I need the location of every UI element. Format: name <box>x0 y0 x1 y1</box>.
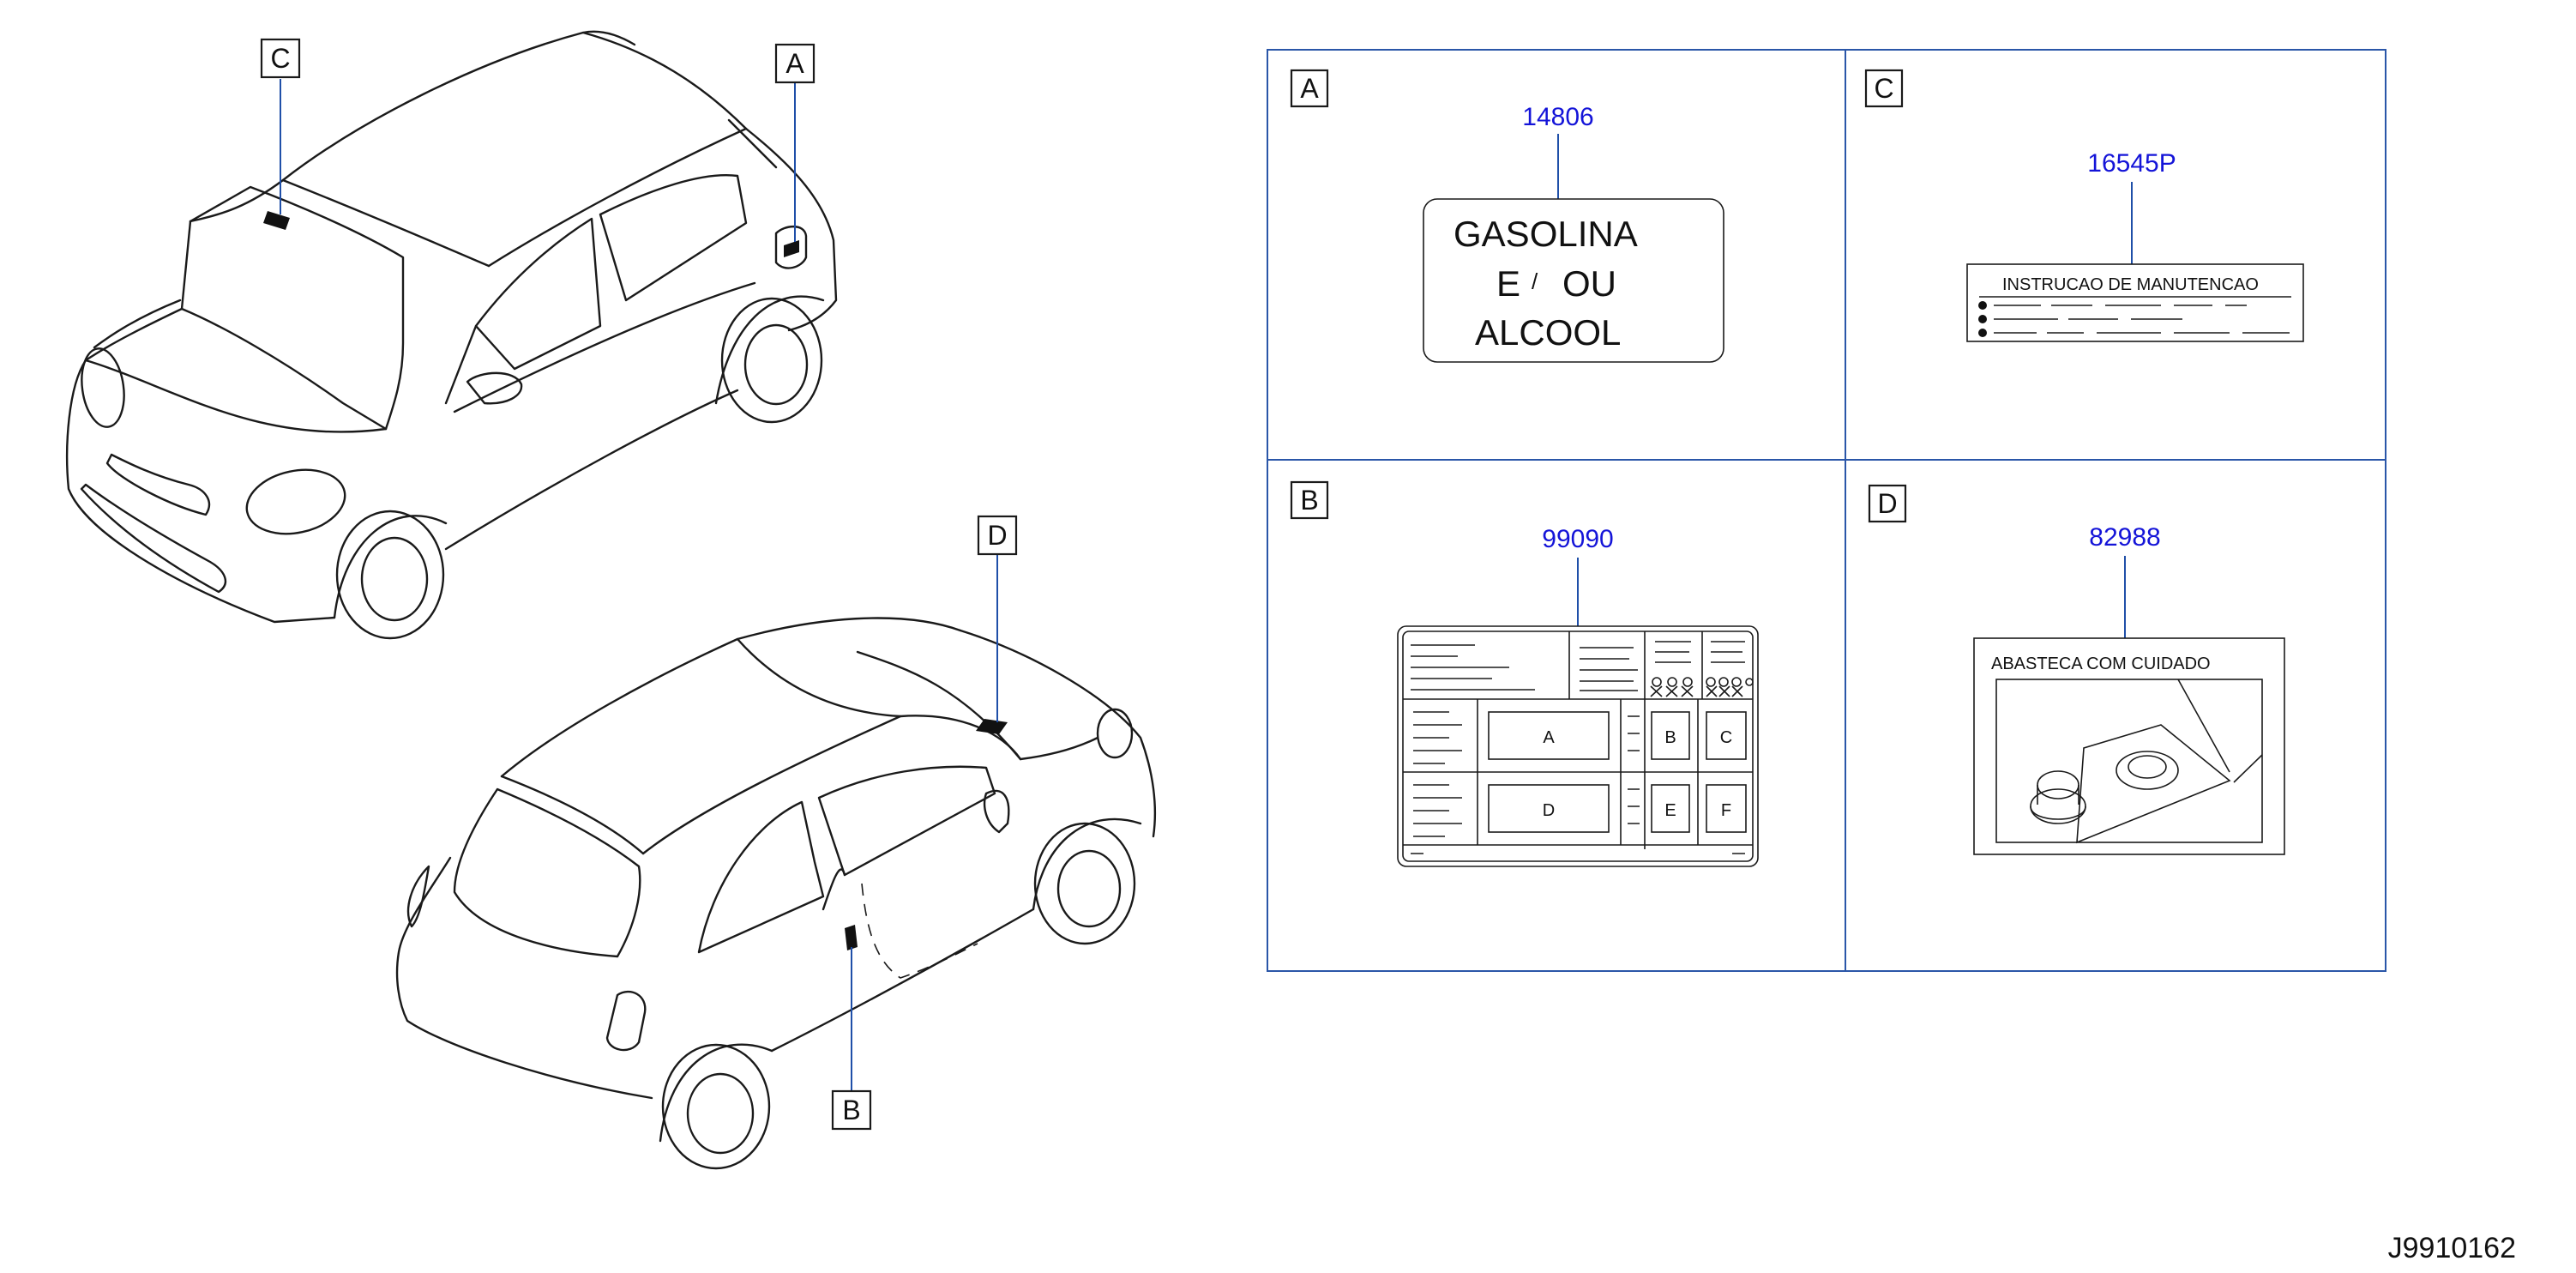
placard-cell-e-text: E <box>1664 801 1676 820</box>
fuel-label-line-1: GASOLINA <box>1454 214 1638 254</box>
placard-cell-c <box>1706 711 1747 760</box>
callout-b: B <box>831 947 872 1131</box>
panel-d-letter: D <box>1877 488 1897 519</box>
placard-cell-e <box>1651 784 1690 833</box>
panel-d: D 82988 ABASTECA COM CUIDADO <box>1868 484 2285 855</box>
panel-c-letter: C <box>1874 73 1893 104</box>
placard-cell-f-text: F <box>1721 801 1731 820</box>
part-number-a: 14806 <box>1522 103 1593 131</box>
maintenance-label-title: INSTRUCAO DE MANUTENCAO <box>2002 275 2259 294</box>
panel-b-letter: B <box>1300 485 1318 516</box>
callout-d: D <box>977 515 1018 722</box>
placard-cell-c-text: C <box>1720 728 1732 747</box>
callout-c-letter: C <box>270 43 290 74</box>
placard-cell-d <box>1488 784 1610 833</box>
panel-c: C 16545P INSTRUCAO DE MANUTENCAO <box>1864 69 2304 342</box>
panel-a: A 14806 GASOLINA E / OU ALCOOL <box>1290 69 1724 363</box>
part-number-d: 82988 <box>2089 523 2160 552</box>
label-panels-grid <box>1267 49 2386 972</box>
callout-a-letter: A <box>785 48 804 79</box>
fuel-label-ou: OU <box>1562 263 1616 304</box>
car-rear-view <box>395 617 1157 1170</box>
part-number-b: 99090 <box>1542 525 1613 553</box>
fuel-label-line-3: ALCOOL <box>1475 312 1621 353</box>
panel-b: B 99090 A <box>1290 480 1759 867</box>
fuel-label-slash: / <box>1532 268 1538 294</box>
fuel-label <box>1423 198 1724 363</box>
refuel-caution-label: ABASTECA COM CUIDADO <box>1973 637 2285 855</box>
placard-cell-f <box>1706 784 1747 833</box>
refuel-caution-title: ABASTECA COM CUIDADO <box>1991 655 2211 673</box>
callout-c: C <box>260 38 301 214</box>
part-number-c: 16545P <box>2087 149 2176 178</box>
car-front-view <box>65 30 838 640</box>
panel-a-letter: A <box>1300 73 1319 104</box>
callout-a: A <box>774 43 816 242</box>
placard-cell-b <box>1651 711 1690 760</box>
placard-cell-a <box>1488 711 1610 760</box>
diagram-code: J9910162 <box>2388 1232 2516 1264</box>
placard-cell-d-text: D <box>1543 801 1555 820</box>
callout-b-letter: B <box>842 1095 860 1125</box>
maintenance-label <box>1966 263 2304 342</box>
placard-cell-a-text: A <box>1543 728 1555 747</box>
fuel-label-e: E <box>1496 263 1520 304</box>
info-placard: A B C D E F <box>1397 625 1759 867</box>
callout-d-letter: D <box>987 520 1007 551</box>
placard-cell-b-text: B <box>1664 728 1676 747</box>
